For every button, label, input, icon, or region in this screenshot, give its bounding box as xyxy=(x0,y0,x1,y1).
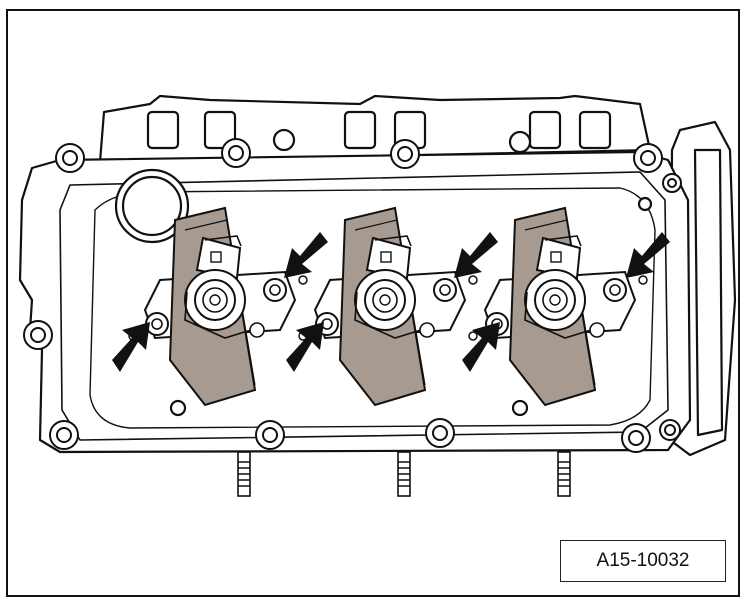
arrow-icon xyxy=(462,322,500,372)
casting-pocket xyxy=(578,110,612,150)
bolt-icon xyxy=(659,419,681,441)
bolt-icon xyxy=(662,173,682,193)
bolt-icon xyxy=(633,143,663,173)
arrow-icon xyxy=(454,232,498,278)
head-studs xyxy=(237,451,571,497)
casting-pocket xyxy=(528,110,562,150)
bolt-icon xyxy=(425,418,455,448)
arrow-icon xyxy=(112,322,150,372)
bolt-icon xyxy=(255,420,285,450)
bolt-icon xyxy=(621,423,651,453)
bolt-icon xyxy=(221,138,251,168)
bolt-icon xyxy=(23,320,53,350)
perimeter-bolts xyxy=(23,138,682,453)
arrow-icon xyxy=(284,232,328,278)
bolt-icon xyxy=(49,420,79,450)
arrow-icon xyxy=(626,232,670,278)
casting-pocket xyxy=(203,110,237,150)
callout-arrows xyxy=(112,232,670,372)
bolt-icon xyxy=(55,143,85,173)
arrow-icon xyxy=(286,322,324,372)
figure-code-label: A15-10032 xyxy=(560,540,726,582)
bolt-icon xyxy=(390,139,420,169)
casting-pocket xyxy=(146,110,180,150)
casting-pocket xyxy=(343,110,377,150)
